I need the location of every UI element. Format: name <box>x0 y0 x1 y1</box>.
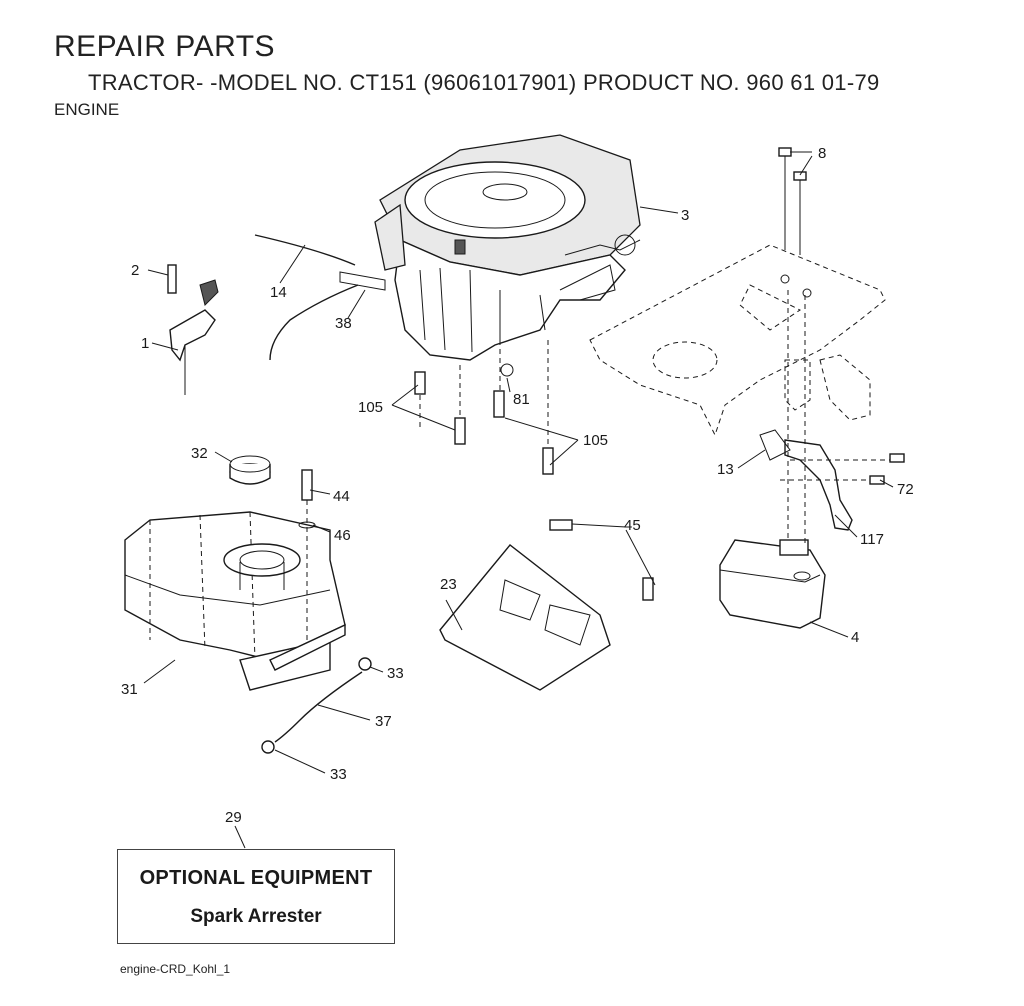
spark-arrester-label: Spark Arrester <box>190 906 322 927</box>
callout-105-right: 105 <box>583 432 608 449</box>
throttle-control-drawing <box>167 264 219 395</box>
callout-23: 23 <box>440 576 457 593</box>
callout-72: 72 <box>897 481 914 498</box>
callout-1: 1 <box>141 335 149 352</box>
muffler-drawing <box>719 539 826 629</box>
section-heading: ENGINE <box>54 100 120 119</box>
callout-38: 38 <box>335 315 352 332</box>
fuel-hose-drawing <box>261 657 372 754</box>
callout-45: 45 <box>624 517 641 534</box>
optional-equipment-title: OPTIONAL EQUIPMENT <box>139 867 373 889</box>
bolts-drawing <box>298 147 905 601</box>
model-subtitle: TRACTOR- -MODEL NO. CT151 (96061017901) … <box>88 70 880 95</box>
callout-117: 117 <box>860 531 884 548</box>
callout-44: 44 <box>333 488 350 505</box>
callout-13: 13 <box>717 461 734 478</box>
callout-37: 37 <box>375 713 392 730</box>
callout-8: 8 <box>818 145 826 162</box>
fuel-tank-drawing <box>124 511 346 691</box>
callout-31: 31 <box>121 681 138 698</box>
diagram-filename: engine-CRD_Kohl_1 <box>120 962 231 976</box>
callout-105-left: 105 <box>358 399 383 416</box>
callout-46: 46 <box>334 527 351 544</box>
fuel-line-drawing <box>254 234 386 361</box>
gas-cap-drawing <box>229 455 271 485</box>
callout-14: 14 <box>270 284 287 301</box>
callout-3: 3 <box>681 207 689 224</box>
callout-32: 32 <box>191 445 208 462</box>
optional-equipment-box: OPTIONAL EQUIPMENT Spark Arrester <box>117 849 395 944</box>
page-title: REPAIR PARTS <box>54 30 276 63</box>
heat-shield-drawing <box>439 544 611 691</box>
callout-2: 2 <box>131 262 139 279</box>
callout-33-upper: 33 <box>387 665 404 682</box>
leader-lines <box>143 151 894 849</box>
callout-33-lower: 33 <box>330 766 347 783</box>
exhaust-pipe-drawing <box>759 429 853 531</box>
callout-29: 29 <box>225 809 242 826</box>
engine-drawing <box>374 134 641 361</box>
callout-4: 4 <box>851 629 859 646</box>
tractor-frame-drawing <box>589 244 886 437</box>
dashed-guides <box>306 290 890 640</box>
callout-81: 81 <box>513 391 530 408</box>
